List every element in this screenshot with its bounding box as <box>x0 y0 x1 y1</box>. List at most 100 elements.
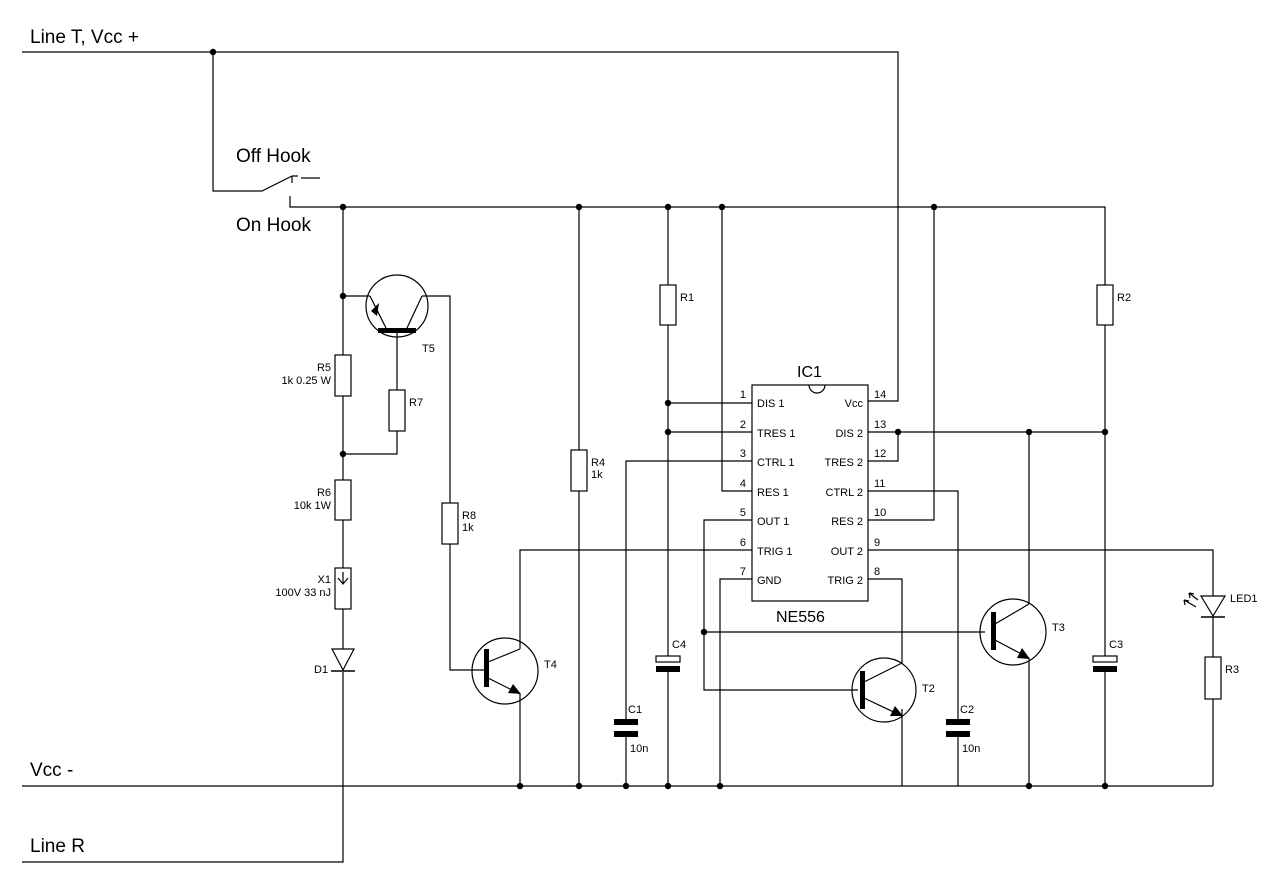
resistor-r6 <box>334 479 352 521</box>
pin-number: 12 <box>874 448 886 460</box>
pin-name: RES 1 <box>757 487 789 499</box>
junction-dot <box>1101 782 1109 790</box>
pin-name: RES 2 <box>831 516 863 528</box>
pin-name: TRIG 1 <box>757 546 792 558</box>
ic-part-number: NE556 <box>776 609 825 626</box>
capacitor-c3 <box>1092 655 1118 672</box>
junction-dot <box>718 203 726 211</box>
junction-dot <box>1101 428 1109 436</box>
pin-number: 3 <box>740 448 746 460</box>
junction-dot <box>664 399 672 407</box>
pin-name: TRIG 2 <box>828 575 863 587</box>
ic-designator: IC1 <box>797 364 822 381</box>
pin-name: DIS 1 <box>757 398 785 410</box>
t4-name: T4 <box>544 659 557 671</box>
c4-name: C4 <box>672 639 686 651</box>
c1-name: C1 <box>628 704 642 716</box>
pin-name: GND <box>757 575 782 587</box>
t3-name: T3 <box>1052 622 1065 634</box>
c2-name: C2 <box>960 704 974 716</box>
r8-name: R8 <box>462 510 476 522</box>
junctions <box>209 48 1109 790</box>
led1-name: LED1 <box>1230 593 1258 605</box>
capacitor-c2 <box>946 719 970 737</box>
pin-name: CTRL 2 <box>826 487 864 499</box>
r4-value: 1k <box>591 469 603 481</box>
pin-name: DIS 2 <box>835 428 863 440</box>
pin-name: OUT 2 <box>831 546 863 558</box>
ic-right-pins: 14 Vcc 13 DIS 2 12 TRES 2 11 CTRL 2 10 R… <box>824 389 886 587</box>
pin-number: 10 <box>874 507 886 519</box>
pin-number: 5 <box>740 507 746 519</box>
pin-name: TRES 1 <box>757 428 796 440</box>
ic-ne556: IC1 NE556 1 DIS 1 2 TRES 1 3 CTRL 1 4 RE… <box>740 364 886 626</box>
r1-name: R1 <box>680 292 694 304</box>
diode-d1 <box>331 648 355 672</box>
t2-name: T2 <box>922 683 935 695</box>
r3-name: R3 <box>1225 664 1239 676</box>
net-label-vcc-minus: Vcc - <box>30 760 73 781</box>
t5-name: T5 <box>422 343 435 355</box>
r5-value: 1k 0.25 W <box>281 375 331 387</box>
resistor-r2 <box>1096 284 1114 326</box>
junction-dot <box>209 48 217 56</box>
transistor-t2 <box>851 657 917 723</box>
switch-label-off-hook: Off Hook <box>236 146 311 167</box>
junction-dot <box>516 782 524 790</box>
resistor-r5 <box>334 354 352 397</box>
x1-value: 100V 33 nJ <box>275 587 331 599</box>
r8-value: 1k <box>462 522 474 534</box>
pin-number: 6 <box>740 537 746 549</box>
net-label-line-t: Line T, Vcc + <box>30 27 139 48</box>
varistor-x1 <box>334 567 352 610</box>
pin-number: 1 <box>740 389 746 401</box>
junction-dot <box>664 428 672 436</box>
junction-dot <box>894 428 902 436</box>
resistor-r7 <box>388 389 406 432</box>
capacitor-c4 <box>655 655 681 672</box>
junction-dot <box>1025 782 1033 790</box>
pin-name: OUT 1 <box>757 516 789 528</box>
junction-dot <box>622 782 630 790</box>
r5-name: R5 <box>317 362 331 374</box>
pin-number: 4 <box>740 478 746 490</box>
transistor-t5 <box>365 274 429 338</box>
r2-name: R2 <box>1117 292 1131 304</box>
pin-number: 2 <box>740 419 746 431</box>
junction-dot <box>700 628 708 636</box>
x1-name: X1 <box>318 574 331 586</box>
junction-dot <box>930 203 938 211</box>
junction-dot <box>716 782 724 790</box>
junction-dot <box>339 450 347 458</box>
resistor-r3 <box>1204 656 1222 700</box>
resistor-r8 <box>441 502 459 545</box>
resistor-r1 <box>659 284 677 326</box>
pin-number: 8 <box>874 566 880 578</box>
d1-name: D1 <box>314 664 328 676</box>
pin-number: 7 <box>740 566 746 578</box>
pin-number: 13 <box>874 419 886 431</box>
pin-name: Vcc <box>845 398 864 410</box>
resistor-r4 <box>570 449 588 492</box>
r6-name: R6 <box>317 487 331 499</box>
ic-left-pins: 1 DIS 1 2 TRES 1 3 CTRL 1 4 RES 1 5 OUT … <box>740 389 796 587</box>
c1-value: 10n <box>630 743 648 755</box>
led-led1 <box>1183 592 1227 618</box>
transistor-t3 <box>979 598 1047 666</box>
c2-value: 10n <box>962 743 980 755</box>
junction-dot <box>575 203 583 211</box>
switch-label-on-hook: On Hook <box>236 215 311 236</box>
junction-dot <box>339 203 347 211</box>
c3-name: C3 <box>1109 639 1123 651</box>
junction-dot <box>664 203 672 211</box>
r6-value: 10k 1W <box>294 500 332 512</box>
junction-dot <box>339 292 347 300</box>
wires <box>22 51 1214 863</box>
pin-number: 9 <box>874 537 880 549</box>
r4-name: R4 <box>591 457 605 469</box>
pin-name: CTRL 1 <box>757 457 795 469</box>
r7-name: R7 <box>409 397 423 409</box>
junction-dot <box>575 782 583 790</box>
junction-dot <box>1025 428 1033 436</box>
